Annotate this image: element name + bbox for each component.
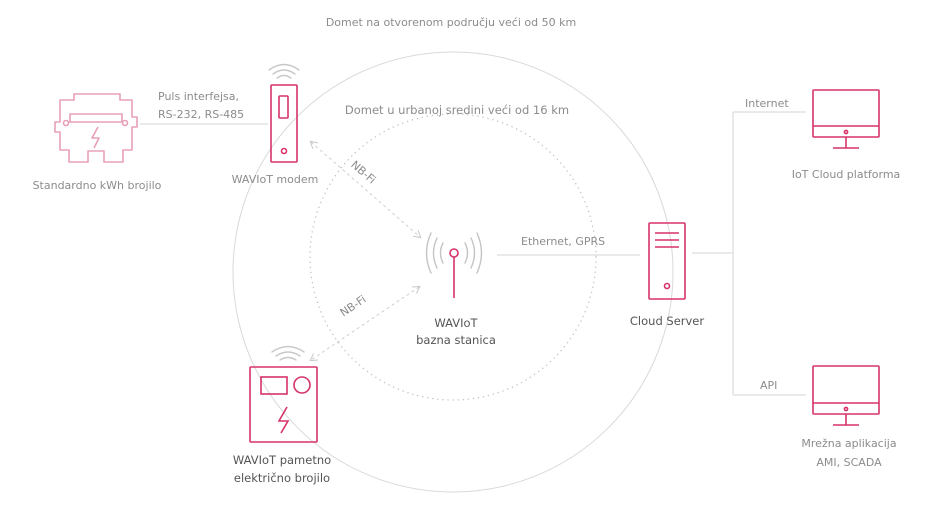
iot-platform-label: IoT Cloud platforma	[792, 168, 901, 181]
urban-range-label: Domet u urbanoj sredini veći od 16 km	[345, 103, 569, 117]
nbfi-bottom-label: NB-Fi	[338, 293, 369, 320]
interfaces-label-2: RS-232, RS-485	[158, 108, 244, 121]
internet-label: Internet	[745, 97, 789, 110]
modem-label: WAVIoT modem	[232, 173, 319, 186]
kwh-meter-icon	[54, 93, 138, 163]
nbfi-link-bottom	[311, 287, 419, 360]
smart-meter-label-2: električno brojilo	[234, 471, 330, 485]
outer-range-label: Domet na otvorenom području veći od 50 k…	[326, 16, 576, 29]
meter-label: Standardno kWh brojilo	[33, 179, 162, 192]
monitor-icon	[812, 365, 880, 426]
nbfi-top-label: NB-Fi	[348, 158, 378, 186]
modem-wifi-icon	[268, 63, 300, 79]
network-app-label-2: AMI, SCADA	[816, 456, 882, 469]
ethernet-label: Ethernet, GPRS	[521, 235, 605, 248]
base-station-label-1: WAVIoT	[434, 316, 478, 330]
monitor-icon	[812, 89, 880, 149]
base-station-icon	[425, 232, 483, 298]
interfaces-label-1: Puls interfejsa,	[158, 90, 239, 103]
cloud-server-icon	[648, 222, 686, 300]
smart-meter-icon	[249, 366, 318, 443]
network-app-label-1: Mrežna aplikacija	[801, 437, 896, 450]
server-label: Cloud Server	[630, 314, 704, 328]
server-connectors	[692, 111, 806, 396]
outer-range-circle	[232, 51, 674, 493]
base-station-label-2: bazna stanica	[416, 333, 496, 347]
nbfi-link-top	[311, 142, 420, 237]
smart-meter-wifi-icon	[271, 345, 305, 361]
smart-meter-label-1: WAVIoT pametno	[233, 453, 331, 467]
api-label: API	[760, 379, 777, 392]
modem-icon	[270, 84, 298, 163]
urban-range-circle	[309, 113, 597, 401]
